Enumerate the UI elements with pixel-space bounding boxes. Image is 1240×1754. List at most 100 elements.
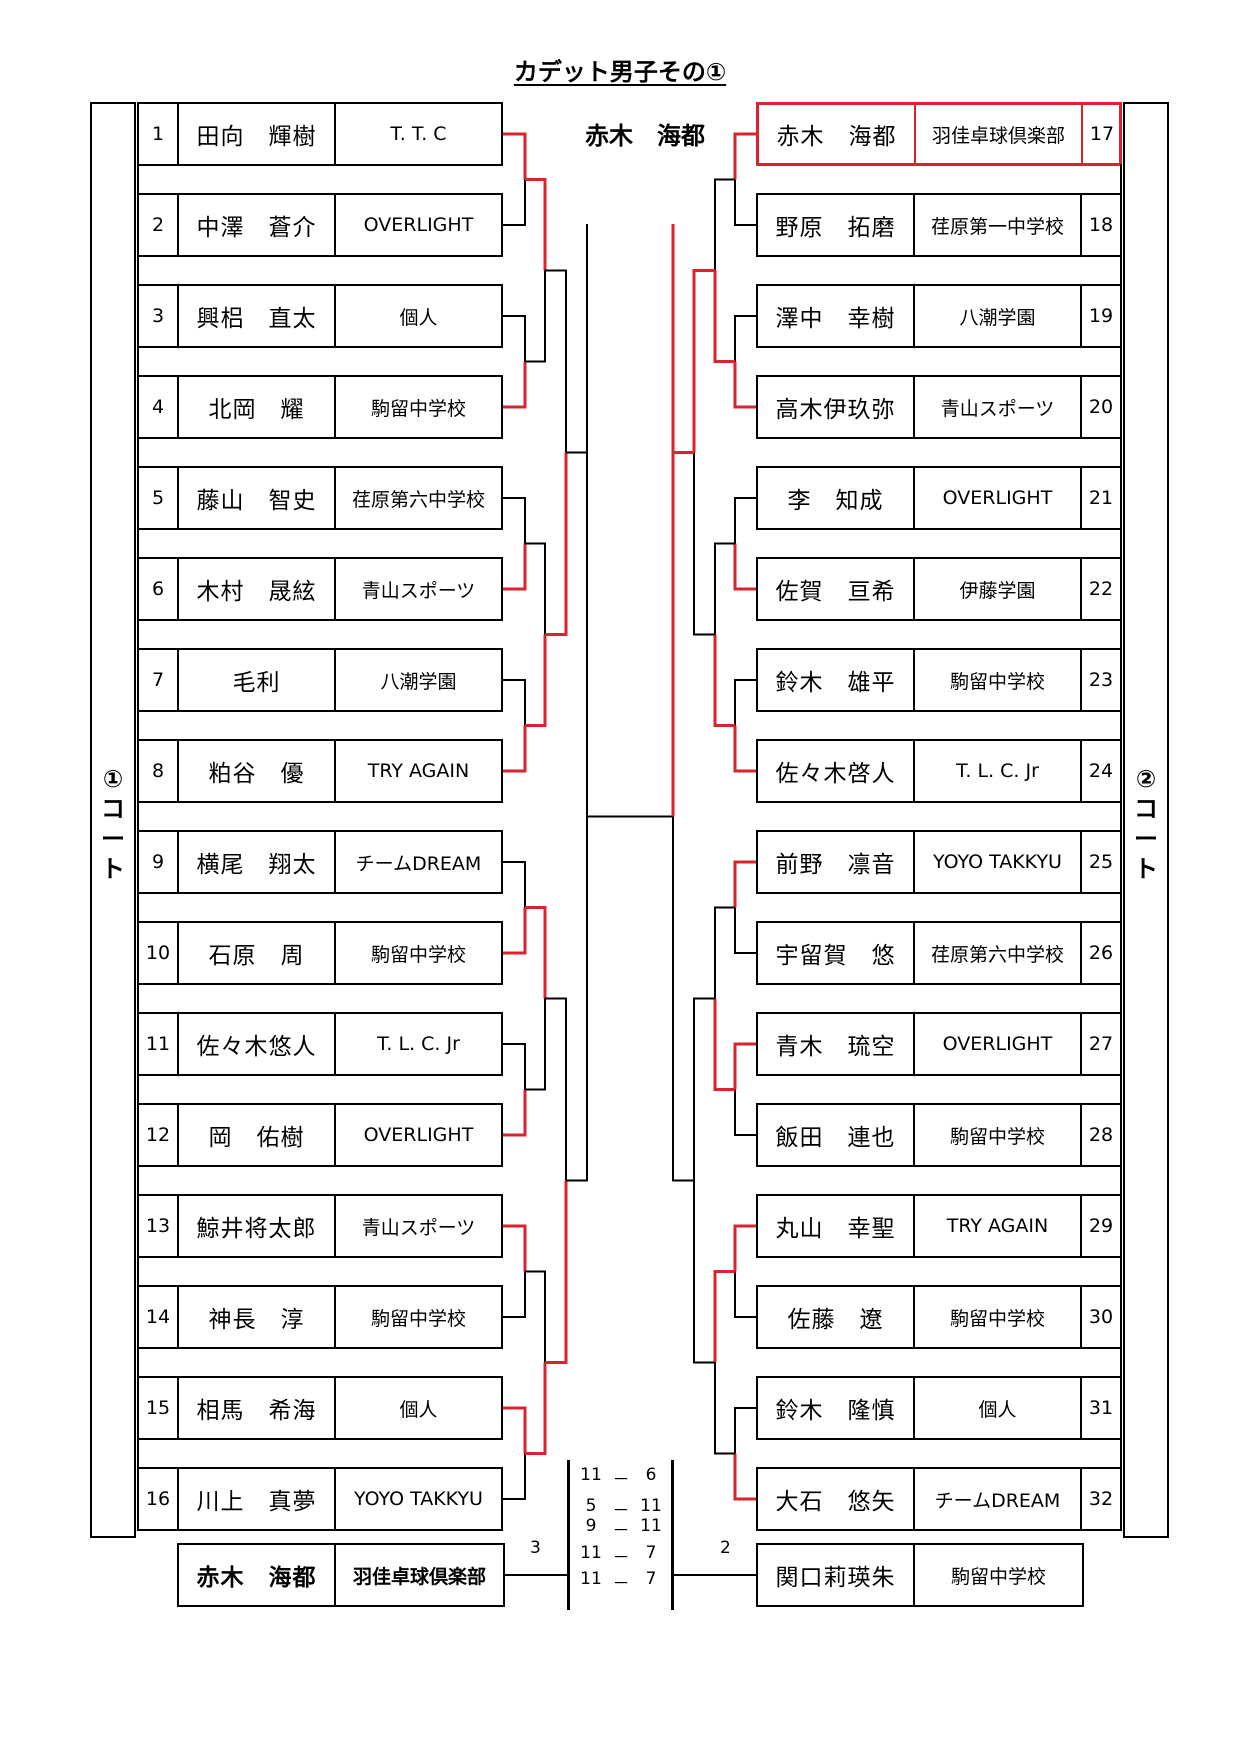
entry-number: 32 <box>1088 1488 1114 1510</box>
row-gap <box>137 1074 139 1105</box>
bracket-line-winner <box>525 634 547 727</box>
row-gap <box>137 892 139 923</box>
club-name: 荏原第六中学校 <box>351 488 485 511</box>
bracket-line <box>734 907 756 954</box>
bracket-line-winner <box>733 132 756 180</box>
row-gap <box>137 801 139 832</box>
club-name: 駒留中学校 <box>370 1307 466 1330</box>
row-gap <box>1120 255 1122 286</box>
bracket-line-winner <box>733 361 756 409</box>
row-gap <box>1120 710 1122 741</box>
final-right-club: 駒留中学校 <box>950 1565 1046 1588</box>
bracket-line <box>503 315 526 362</box>
row-gap <box>1120 1256 1122 1287</box>
court-1-panel: ① コ ー ト <box>90 102 136 1538</box>
final-left-club: 羽佳卓球倶楽部 <box>352 1565 486 1588</box>
player-name: 高木伊玖弥 <box>758 377 915 437</box>
player-name: 澤中 幸樹 <box>758 286 915 346</box>
score-b: 11 <box>640 1516 662 1536</box>
club-name: OVERLIGHT <box>363 214 474 236</box>
bracket-line <box>693 452 715 636</box>
club-name: OVERLIGHT <box>915 468 1082 528</box>
bracket-line <box>525 1270 546 1363</box>
club-name: 駒留中学校 <box>915 1287 1082 1347</box>
club-name: 青山スポーツ <box>361 579 476 602</box>
entry-number: 24 <box>1088 760 1114 782</box>
row-gap <box>1120 1165 1122 1196</box>
bracket-line-winner <box>503 907 527 955</box>
bracket-line <box>525 542 546 635</box>
entry-number: 28 <box>1088 1124 1114 1146</box>
club-name: 駒留中学校 <box>370 943 466 966</box>
player-name: 田向 輝樹 <box>179 104 336 164</box>
bracket-line <box>525 998 546 1091</box>
bracket-line-winner <box>503 132 527 180</box>
row-gap <box>1120 892 1122 923</box>
player-name: 丸山 幸聖 <box>758 1196 915 1256</box>
bracket-line-winner <box>671 451 694 817</box>
entry-number: 16 <box>139 1469 179 1529</box>
player-name: 横尾 翔太 <box>179 832 336 892</box>
player-name: 北岡 耀 <box>179 377 336 437</box>
club-name: 個人 <box>399 1398 438 1421</box>
bracket-line-winner <box>733 860 756 908</box>
row-gap <box>1120 801 1122 832</box>
score-dash: － <box>612 1470 630 1490</box>
row-gap <box>1120 1438 1122 1469</box>
club-name: OVERLIGHT <box>915 1014 1082 1074</box>
court-2-label: ② コ ー ト <box>1134 765 1158 883</box>
club-name: 駒留中学校 <box>370 397 466 420</box>
bracket-line <box>503 1271 526 1318</box>
bracket-line <box>734 179 756 226</box>
entry-number: 8 <box>139 741 179 801</box>
bracket-line-winner <box>545 452 568 636</box>
bracket-line-winner <box>503 725 527 773</box>
entry-number: 14 <box>139 1287 179 1347</box>
player-name: 佐々木啓人 <box>758 741 915 801</box>
club-name: YOYO TAKKYU <box>915 832 1082 892</box>
final-right-games: 2 <box>720 1538 731 1558</box>
bracket-line <box>566 451 588 817</box>
score-b: 11 <box>640 1496 662 1516</box>
entry-number: 9 <box>139 832 179 892</box>
club-name: T. T. C <box>390 123 447 145</box>
club-name: 青山スポーツ <box>915 377 1082 437</box>
right-entry-row: 高木伊玖弥青山スポーツ 20 <box>756 375 1122 439</box>
bracket-line <box>734 1407 756 1454</box>
club-name: 八潮学園 <box>915 286 1082 346</box>
entry-number: 21 <box>1088 487 1114 509</box>
player-name: 佐賀 亘希 <box>758 559 915 619</box>
score-dash: － <box>612 1521 630 1541</box>
entry-number: 22 <box>1088 578 1114 600</box>
row-gap <box>137 346 139 377</box>
entry-number: 20 <box>1088 396 1114 418</box>
player-name: 相馬 希海 <box>179 1378 336 1438</box>
player-name: 鈴木 雄平 <box>758 650 915 710</box>
score-b: 7 <box>645 1543 657 1563</box>
club-name: 荏原第一中学校 <box>915 195 1082 255</box>
player-name: 神長 淳 <box>179 1287 336 1347</box>
bracket-line <box>503 679 526 726</box>
bracket-line <box>503 179 526 226</box>
bracket-line-winner <box>503 1406 527 1454</box>
club-name: T. L. C. Jr <box>915 741 1082 801</box>
final-left-games: 3 <box>530 1538 541 1558</box>
row-gap <box>1120 1074 1122 1105</box>
row-gap <box>1120 983 1122 1014</box>
player-name: 興梠 直太 <box>179 286 336 346</box>
row-gap <box>137 437 139 468</box>
score-a: 11 <box>580 1543 602 1563</box>
